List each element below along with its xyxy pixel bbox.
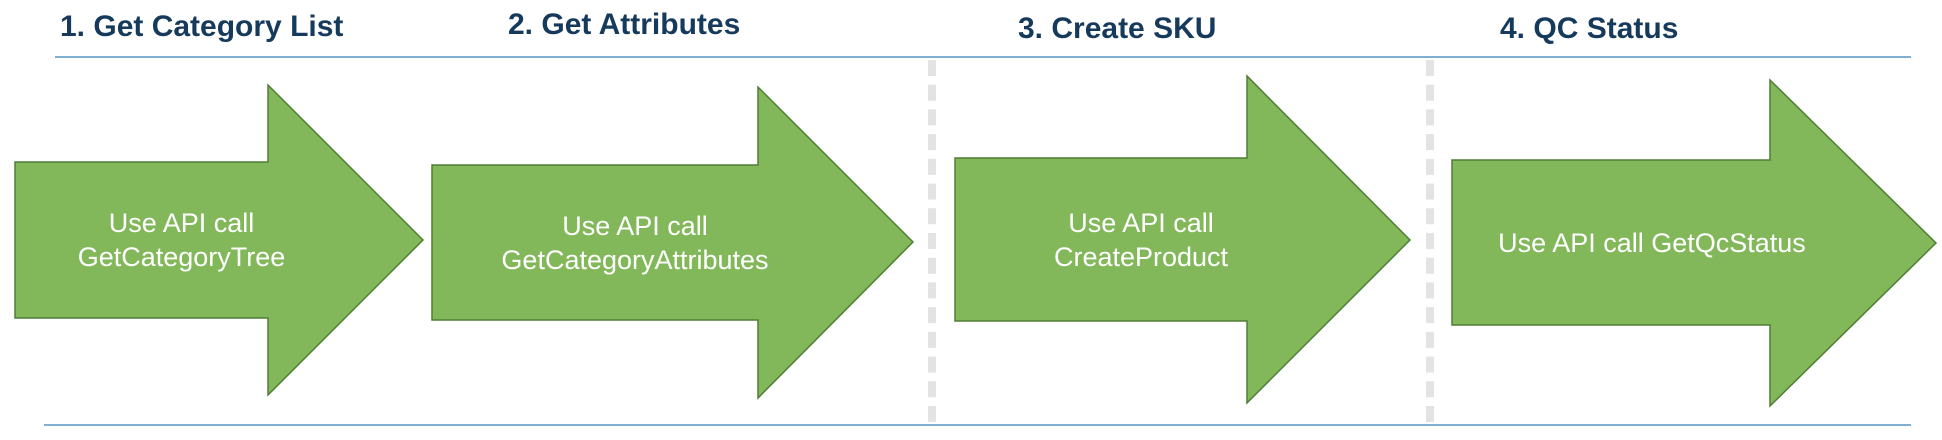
step-3-arrow-text: Use API call CreateProduct: [1053, 207, 1229, 272]
step-1-title: 1. Get Category List: [60, 10, 344, 43]
step-1-arrow-text: Use API call GetCategoryTree: [77, 208, 286, 272]
bottom-rule: [44, 424, 1911, 426]
step-2-arrow: [431, 85, 915, 400]
step-3-arrow: [954, 74, 1412, 405]
top-rule: [55, 56, 1911, 58]
step-2-title: 2. Get Attributes: [508, 8, 741, 41]
step-4-arrow: [1451, 78, 1938, 408]
step-3-title: 3. Create SKU: [1018, 12, 1217, 45]
step-4-arrow-text: Use API call GetQcStatus: [1498, 227, 1806, 258]
step-4-title: 4. QC Status: [1500, 12, 1679, 45]
divider-between-step-2-and-3: [928, 60, 936, 422]
step-2-arrow-text: Use API call GetCategoryAttributes: [501, 210, 769, 275]
divider-between-step-3-and-4: [1426, 60, 1434, 422]
step-1-arrow: [14, 83, 425, 397]
